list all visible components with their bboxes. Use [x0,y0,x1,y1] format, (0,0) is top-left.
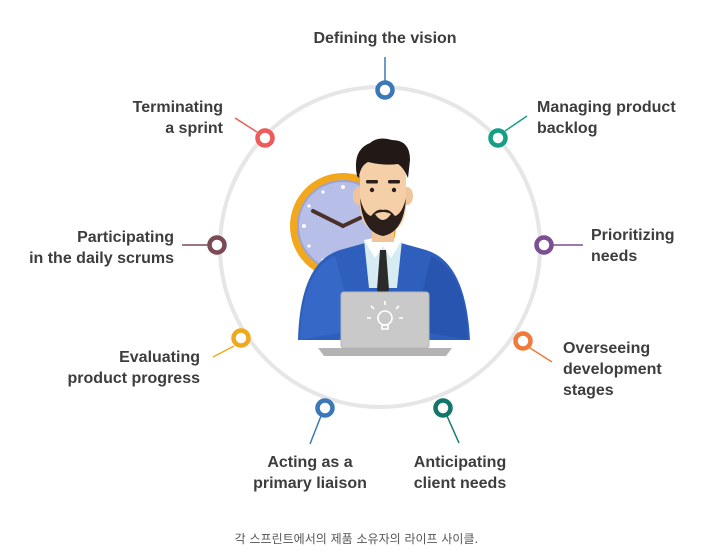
step-label-defining-vision: Defining the vision [313,30,457,47]
connector-lines [182,57,583,445]
step-label-daily-scrums: Participating in the daily scrums [29,229,174,267]
step-label-evaluating: Evaluating product progress [67,349,200,387]
figure-caption: 각 스프린트에서의 제품 소유자의 라이프 사이클. [234,532,479,546]
step-label-anticipating: Anticipating client needs [413,454,507,492]
marker-liaison [315,398,335,418]
step-markers [207,80,554,418]
step-label-terminating: Terminating a sprint [132,99,223,137]
connector-liaison [309,415,322,445]
marker-defining-vision [375,80,395,100]
connector-evaluating [212,345,235,358]
connector-overseeing [529,347,553,363]
marker-terminating [255,128,275,148]
marker-managing-backlog [488,128,508,148]
marker-prioritizing [534,235,554,255]
connector-anticipating [446,415,460,444]
marker-daily-scrums [207,235,227,255]
connector-terminating [234,117,258,133]
connector-managing-backlog [504,115,528,132]
step-label-overseeing: Overseeing development stages [563,340,662,399]
lightbulb-icon [367,301,403,330]
step-label-liaison: Acting as a primary liaison [253,454,367,492]
marker-overseeing [513,331,533,351]
marker-evaluating [231,328,251,348]
step-label-managing-backlog: Managing product backlog [537,99,676,137]
product-owner-illustration [298,138,470,356]
step-label-prioritizing: Prioritizing needs [591,227,675,265]
marker-anticipating [433,398,453,418]
